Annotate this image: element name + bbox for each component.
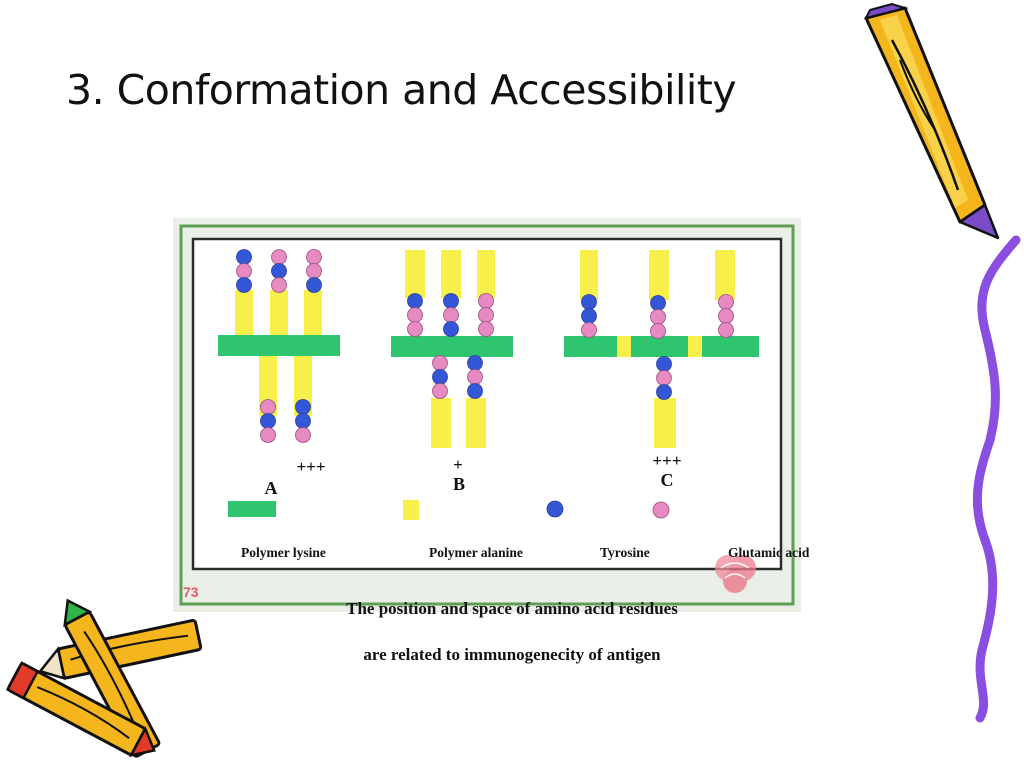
alanine-chain [466, 398, 486, 448]
residue-stack [718, 294, 734, 310]
antigen-diagram: +++ A + B +++ C 73 [173, 218, 801, 612]
residue-stack [467, 383, 483, 399]
panel-b-charge: + [453, 455, 463, 474]
lysine-backbone [564, 336, 617, 357]
lysine-backbone [218, 335, 340, 356]
crossed-pencils-icon [5, 598, 203, 758]
legend-swatch-tyrosine [546, 500, 564, 518]
residue-stack [656, 356, 672, 372]
legend-swatch-glutamic [652, 501, 670, 519]
alanine-chain [270, 290, 288, 338]
residue-stack [443, 293, 459, 309]
residue-stack [718, 308, 734, 324]
residue-stack [467, 369, 483, 385]
lysine-backbone [702, 336, 759, 357]
residue-stack [236, 277, 252, 293]
alanine-chain [715, 250, 735, 300]
legend-swatch-alanine [403, 500, 419, 520]
panel-labels: +++ A + B +++ C [265, 451, 682, 498]
residue-stack [443, 321, 459, 337]
caption-line-2: are related to immunogenecity of antigen [363, 645, 661, 664]
legend-label-lysine: Polymer lysine [241, 545, 326, 560]
legend-swatch-lysine [228, 501, 276, 517]
residue-stack [407, 321, 423, 337]
residue-stack [656, 384, 672, 400]
residue-stack [236, 249, 252, 265]
alanine-chain [431, 398, 451, 448]
residue-stack [271, 263, 287, 279]
residue-stack [260, 399, 276, 415]
residue-stack [260, 427, 276, 443]
residue-stack [306, 249, 322, 265]
slide-title: 3. Conformation and Accessibility [66, 66, 737, 114]
publisher-logo [715, 555, 756, 593]
alanine-chain [304, 290, 322, 338]
residue-stack [407, 307, 423, 323]
residue-stack [478, 293, 494, 309]
lysine-backbone [631, 336, 688, 357]
alanine-chain [235, 290, 253, 338]
panel-c-letter: C [661, 470, 674, 490]
alanine-chain [441, 250, 461, 298]
alanine-chain [405, 250, 425, 298]
residue-stack [295, 413, 311, 429]
alanine-chain [654, 398, 676, 448]
panel-c-charge: +++ [652, 451, 681, 470]
residue-stack [295, 427, 311, 443]
residue-stack [478, 307, 494, 323]
panel-a-charge: +++ [296, 457, 325, 476]
residue-stack [271, 249, 287, 265]
legend-label-alanine: Polymer alanine [429, 545, 523, 560]
diagram-canvas: +++ A + B +++ C 73 [179, 224, 795, 606]
residue-stack [407, 293, 423, 309]
alanine-chain [477, 250, 495, 298]
residue-stack [432, 383, 448, 399]
molecule-shapes [218, 249, 759, 448]
pencil-icon [864, 2, 1000, 240]
legend-swatches [228, 500, 670, 520]
residue-stack [306, 263, 322, 279]
alanine-spacer [617, 336, 631, 357]
residue-stack [581, 322, 597, 338]
residue-stack [650, 295, 666, 311]
lysine-backbone [391, 336, 513, 357]
residue-stack [478, 321, 494, 337]
residue-stack [656, 370, 672, 386]
alanine-chain [580, 250, 598, 300]
page-number: 73 [183, 584, 199, 600]
panel-a-letter: A [265, 478, 278, 498]
legend-label-tyrosine: Tyrosine [600, 545, 650, 560]
panel-b-letter: B [453, 474, 465, 494]
alanine-chain [649, 250, 669, 300]
legend-label-glutamic: Glutamic acid [728, 545, 810, 560]
caption-line-1: The position and space of amino acid res… [346, 599, 678, 618]
residue-stack [306, 277, 322, 293]
residue-stack [295, 399, 311, 415]
residue-stack [581, 294, 597, 310]
alanine-spacer [688, 336, 702, 357]
residue-stack [271, 277, 287, 293]
residue-stack [236, 263, 252, 279]
residue-stack [650, 323, 666, 339]
residue-stack [260, 413, 276, 429]
residue-stack [650, 309, 666, 325]
residue-stack [718, 322, 734, 338]
residue-stack [443, 307, 459, 323]
residue-stack [467, 355, 483, 371]
residue-stack [581, 308, 597, 324]
residue-stack [432, 369, 448, 385]
outer-frame [179, 224, 795, 606]
residue-stack [432, 355, 448, 371]
